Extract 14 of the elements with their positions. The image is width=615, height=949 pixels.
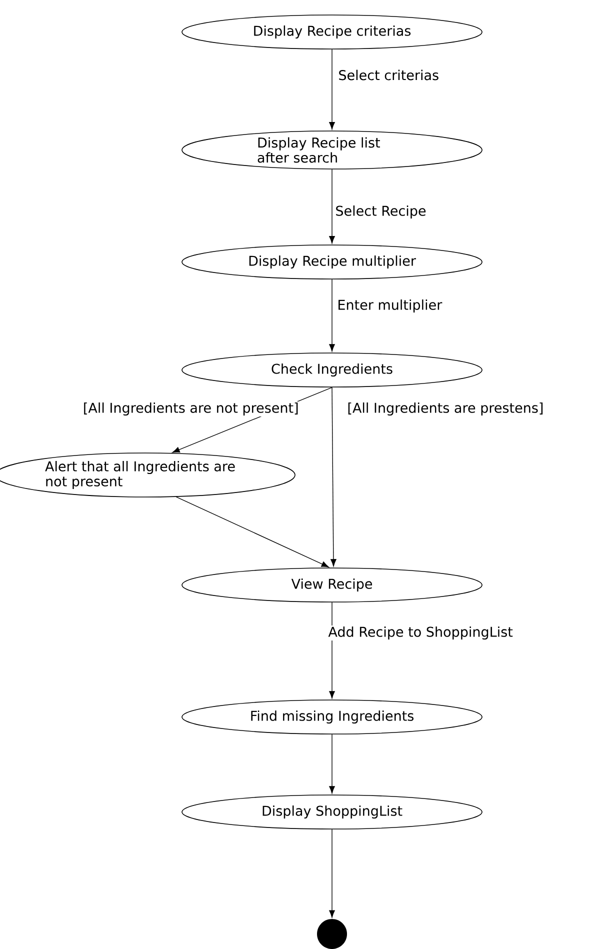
edge-label: Select Recipe [334, 204, 428, 220]
edge-label: Enter multiplier [336, 298, 444, 314]
arrow [329, 279, 335, 352]
arrow [329, 49, 335, 130]
arrow [329, 734, 335, 794]
edge-label: [All Ingredients are not present] [82, 401, 300, 417]
edge-label: Select criterias [337, 68, 440, 82]
edge-label: [All Ingredients are prestens] [346, 401, 545, 417]
arrow [329, 169, 335, 244]
final-state-dot [317, 919, 347, 949]
arrow [329, 829, 335, 918]
arrow [330, 387, 336, 566]
edge-label: Add Recipe to ShoppingList [327, 625, 514, 641]
arrow [176, 496, 329, 568]
